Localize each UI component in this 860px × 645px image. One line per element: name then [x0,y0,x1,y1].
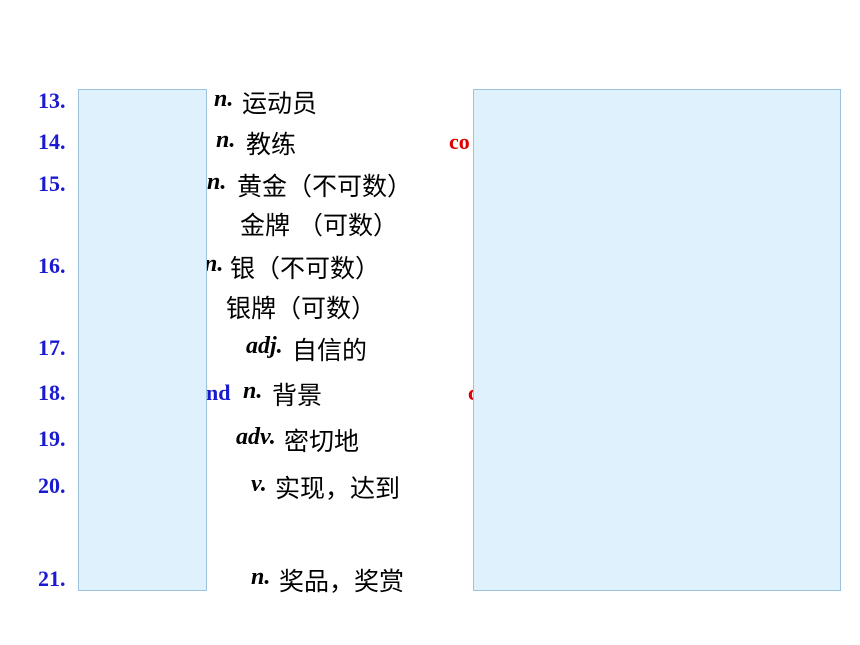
chinese-meaning: 教练 [246,130,297,159]
chinese-meaning: 自信的 [292,336,368,365]
chinese-meaning: 银牌（可数） [226,294,377,323]
part-of-speech: n. [214,86,234,112]
word-fragment: nd [206,380,231,405]
answer-cover-left[interactable] [78,89,207,591]
item-number: 14. [38,129,66,154]
chinese-meaning: 金牌 （可数） [240,211,398,240]
chinese-meaning: 实现，达到 [275,474,401,503]
chinese-meaning: 黄金（不可数） [237,172,413,201]
item-number: 20. [38,473,66,498]
item-number: 18. [38,380,66,405]
item-number: 13. [38,88,66,113]
part-of-speech: adv. [236,424,276,450]
answer-cover-right[interactable] [473,89,841,591]
item-number: 16. [38,253,66,278]
chinese-meaning: 奖品，奖赏 [279,567,405,596]
part-of-speech: n. [204,251,224,277]
item-number: 17. [38,335,66,360]
chinese-meaning: 银（不可数） [230,254,381,283]
part-of-speech: n. [207,169,227,195]
hint-fragment: c [468,380,478,406]
item-number: 15. [38,171,66,196]
item-number: 19. [38,426,66,451]
chinese-meaning: 运动员 [242,89,318,118]
part-of-speech: v. [251,471,267,497]
hint-fragment: co [449,129,470,154]
part-of-speech: n. [251,564,271,590]
part-of-speech: n. [216,127,236,153]
part-of-speech: adj. [246,333,283,359]
chinese-meaning: 密切地 [284,427,360,456]
chinese-meaning: 背景 [272,381,323,410]
item-number: 21. [38,566,66,591]
part-of-speech: n. [243,378,263,404]
